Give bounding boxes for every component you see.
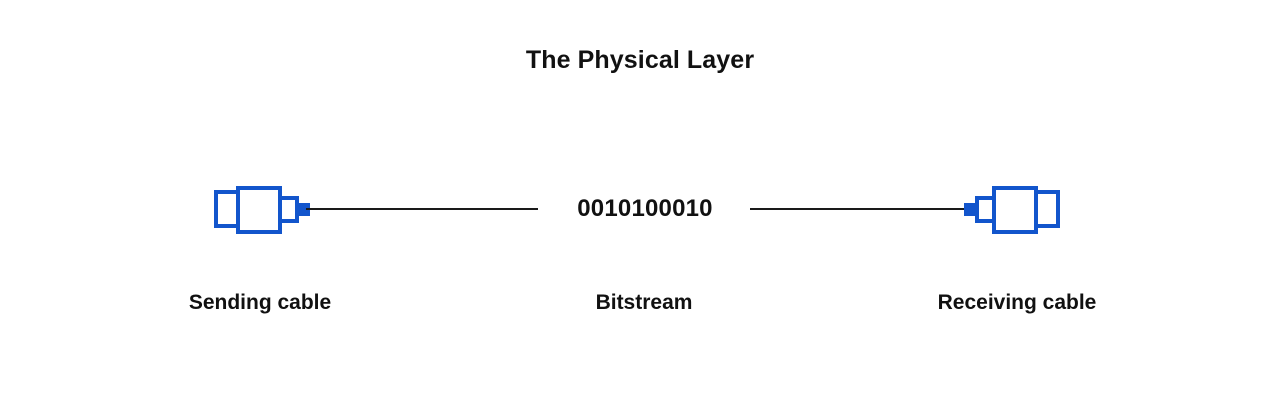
receiving-cable-label: Receiving cable — [937, 291, 1097, 314]
wire-bitstream-to-receiving — [750, 208, 969, 210]
connector-plug-tip — [297, 203, 310, 216]
connector-main-box — [236, 186, 282, 234]
receiving-cable-connector-icon — [962, 180, 1062, 238]
sending-cable-connector-icon — [212, 180, 312, 238]
connector-plug-tip — [964, 203, 977, 216]
connector-inner-box — [278, 196, 299, 223]
sending-cable-label: Sending cable — [188, 291, 332, 314]
bitstream-label: Bitstream — [595, 291, 693, 314]
connector-main-box — [992, 186, 1038, 234]
wire-sending-to-bitstream — [306, 208, 538, 210]
bitstream-value: 0010100010 — [577, 195, 713, 222]
connector-outer-box — [1034, 190, 1060, 228]
page-title: The Physical Layer — [525, 46, 755, 74]
